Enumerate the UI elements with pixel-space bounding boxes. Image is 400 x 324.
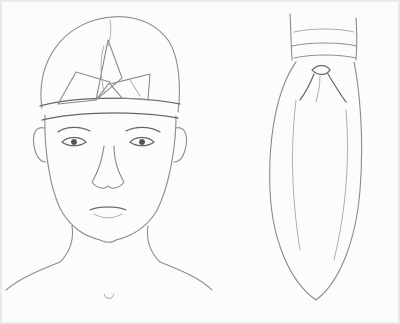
wrist-wrap-line — [294, 29, 354, 32]
pupil-left — [71, 139, 77, 145]
wrap-fold-2 — [334, 110, 348, 260]
face-left-contour — [45, 115, 100, 240]
bandage-fold-right — [110, 74, 150, 100]
face-right-contour — [116, 116, 176, 240]
collarbone-mark — [104, 294, 114, 299]
neck-right — [148, 226, 161, 262]
eyebrow-right — [126, 127, 160, 132]
wrist-band-top — [292, 43, 356, 46]
bandage-fold-center — [96, 40, 122, 100]
wrist-right-edge — [356, 18, 357, 60]
chin — [100, 240, 116, 242]
bandage-band-bottom — [42, 113, 178, 120]
eyebrow-left — [58, 127, 90, 132]
shoulder-right — [160, 262, 212, 290]
mouth — [90, 207, 126, 210]
wrist-left-edge — [290, 14, 292, 60]
wrap-fold-1 — [293, 100, 300, 250]
hand-bandage-figure — [270, 14, 362, 300]
nose — [92, 146, 124, 188]
wrist-band-bottom — [294, 55, 356, 58]
pupil-right — [139, 139, 145, 145]
head-bandage-figure — [6, 17, 212, 299]
knot-tail-left — [300, 74, 314, 100]
ear-left — [33, 128, 46, 162]
knot-tail-right — [328, 74, 346, 102]
bandage-fold-crease — [101, 46, 140, 96]
knot-tail-inner — [316, 76, 320, 102]
lower-lip — [94, 214, 122, 218]
shoulder-left — [6, 262, 60, 290]
neck-left — [60, 226, 73, 262]
knot — [312, 66, 330, 75]
wrapped-hand-outline — [270, 62, 362, 300]
